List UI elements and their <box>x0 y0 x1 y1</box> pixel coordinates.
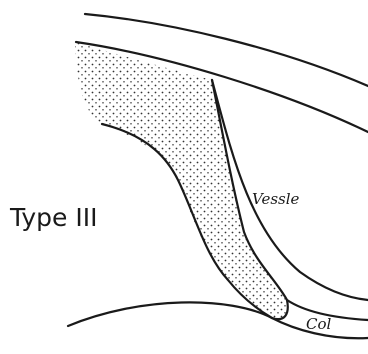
col-label: Col <box>306 315 332 333</box>
diagram-title: Type III <box>9 203 98 232</box>
stippled-region <box>75 42 287 319</box>
vessle-label: Vessle <box>252 190 300 208</box>
